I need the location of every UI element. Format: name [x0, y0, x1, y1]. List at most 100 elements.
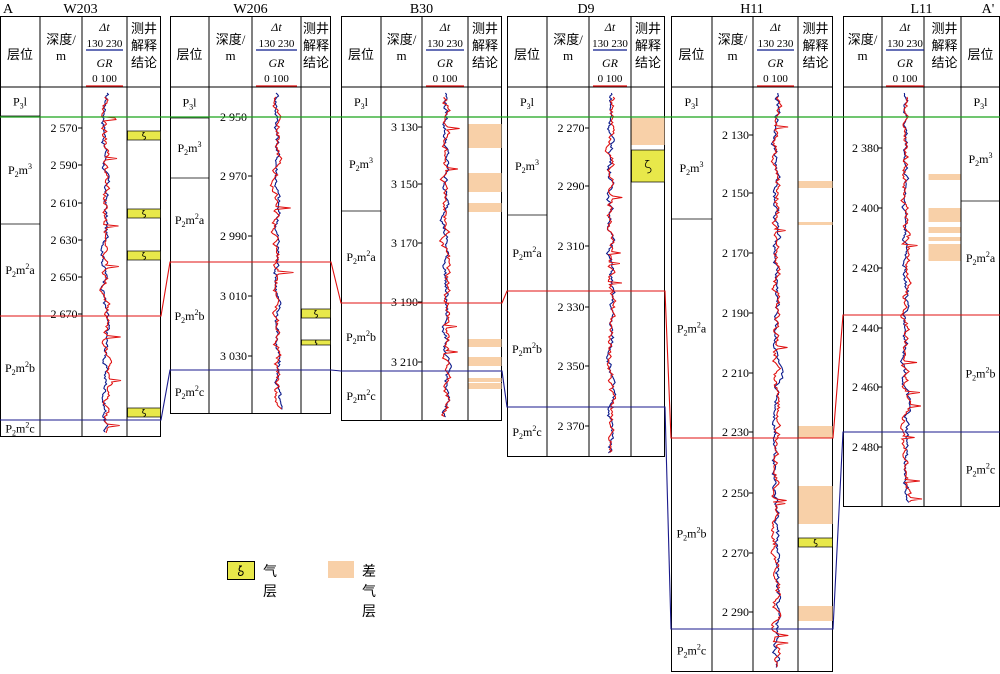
- poor-gas-layer-box: [798, 181, 833, 188]
- depth-tick-label: 2 400: [852, 201, 879, 215]
- header-depth-unit: m: [56, 48, 66, 63]
- depth-tick-label: 2 670: [51, 307, 78, 321]
- header-gr: GR: [768, 56, 785, 70]
- well-name-b30: B30: [410, 2, 433, 17]
- depth-tick-label: 2 270: [558, 121, 585, 135]
- header-gr-ticks: 0 100: [763, 73, 788, 85]
- header-interp-3: 结论: [303, 55, 329, 70]
- layer-label: P2m3: [177, 140, 201, 157]
- layer-label: P2m2c: [966, 462, 995, 479]
- header-dt: Δt: [604, 20, 616, 34]
- layer-label: P2m2a: [966, 250, 996, 267]
- well-frame: [507, 16, 665, 457]
- header-layer: 层位: [176, 47, 202, 62]
- header-gr-ticks: 0 100: [433, 73, 458, 85]
- gas-layer-box: [127, 250, 161, 261]
- header-gr-ticks: 0 100: [893, 73, 918, 85]
- poor-gas-layer-box: [798, 606, 833, 621]
- header-dt-ticks: 130 230: [259, 38, 295, 50]
- header-interp-2: 解释: [931, 38, 957, 53]
- depth-tick-label: 2 130: [722, 128, 749, 142]
- header-interp-2: 解释: [303, 38, 329, 53]
- header-dt: Δt: [899, 20, 911, 34]
- gas-symbol-icon: [142, 409, 147, 417]
- header-dt-ticks: 130 230: [887, 38, 923, 50]
- header-layer: 层位: [348, 47, 374, 62]
- well-b30: [341, 16, 502, 421]
- header-layer: 层位: [514, 47, 540, 62]
- header-interp-3: 结论: [472, 55, 498, 70]
- poor-gas-layer-box: [798, 426, 833, 438]
- depth-tick-label: 2 420: [852, 261, 879, 275]
- layer-label: P2m2b: [512, 341, 542, 358]
- depth-tick-label: 2 190: [722, 306, 749, 320]
- layer-label: P2m2b: [965, 366, 995, 383]
- layer-label: P3l: [354, 95, 369, 111]
- poor-gas-layer-box: [468, 339, 502, 347]
- gas-symbol-icon: [142, 132, 147, 140]
- layer-label: P3l: [684, 95, 699, 111]
- depth-tick-label: 3 130: [391, 120, 418, 134]
- depth-tick-label: 2 440: [852, 321, 879, 335]
- gr-curve: [99, 96, 122, 434]
- gas-layer-box: [127, 407, 161, 418]
- layer-label: P2m2a: [346, 249, 376, 266]
- header-interp-1: 测井: [472, 21, 498, 36]
- gas-symbol-icon: [142, 210, 147, 218]
- depth-tick-label: 2 370: [558, 419, 585, 433]
- header-dt: Δt: [439, 20, 451, 34]
- section-label-a: A: [3, 2, 14, 17]
- layer-label: P2m2a: [5, 262, 35, 279]
- header-gr: GR: [269, 56, 286, 70]
- layer-label: P2m2b: [5, 360, 35, 377]
- depth-tick-label: 3 170: [391, 236, 418, 250]
- layer-label: P2m3: [968, 151, 992, 168]
- header-depth-unit: m: [563, 48, 573, 63]
- gas-symbol-icon: [237, 565, 244, 577]
- header-dt-ticks: 130 230: [758, 38, 794, 50]
- poor-gas-layer-box: [928, 174, 961, 180]
- depth-tick-label: 3 150: [391, 177, 418, 191]
- gr-curve: [770, 96, 789, 668]
- header-dt-ticks: 130 230: [87, 38, 123, 50]
- gr-curve: [900, 96, 923, 503]
- layer-label: P3l: [973, 95, 988, 111]
- depth-tick-label: 2 650: [51, 270, 78, 284]
- gas-symbol-icon: [314, 340, 318, 345]
- gas-symbol-icon: [314, 310, 319, 318]
- header-depth-unit: m: [857, 48, 867, 63]
- depth-tick-label: 2 610: [51, 196, 78, 210]
- well-d9: [507, 16, 665, 457]
- header-gr: GR: [602, 56, 619, 70]
- layer-label: P2m2b: [174, 308, 204, 325]
- gr-curve: [438, 96, 460, 417]
- depth-tick-label: 2 350: [558, 359, 585, 373]
- section-label-a-prime: A': [982, 2, 995, 17]
- depth-tick-label: 2 990: [220, 229, 247, 243]
- header-depth: 深度/: [718, 32, 748, 47]
- depth-tick-label: 2 150: [722, 186, 749, 200]
- header-depth: 深度/: [848, 32, 878, 47]
- header-dt: Δt: [98, 20, 110, 34]
- m2c-top-line: [0, 369, 1000, 630]
- depth-tick-label: 2 230: [722, 425, 749, 439]
- depth-tick-label: 2 330: [558, 300, 585, 314]
- poor-gas-layer-box: [928, 237, 961, 241]
- header-interp-3: 结论: [131, 55, 157, 70]
- layer-label: P3l: [182, 96, 197, 112]
- layer-label: P2m3: [349, 156, 373, 173]
- depth-tick-label: 2 570: [51, 121, 78, 135]
- layer-label: P2m2b: [346, 329, 376, 346]
- poor-gas-layer-box: [631, 118, 665, 145]
- header-interp-3: 结论: [802, 55, 828, 70]
- poor-gas-layer-box: [468, 203, 502, 212]
- header-depth-unit: m: [727, 48, 737, 63]
- well-name-h11: H11: [740, 2, 764, 17]
- poor-gas-layer-box: [468, 383, 502, 389]
- header-interp-3: 结论: [931, 55, 957, 70]
- poor-gas-layer-box: [468, 378, 502, 382]
- legend-gas-swatch: [227, 561, 255, 580]
- header-interp-1: 测井: [931, 21, 957, 36]
- well-frame: [0, 16, 161, 437]
